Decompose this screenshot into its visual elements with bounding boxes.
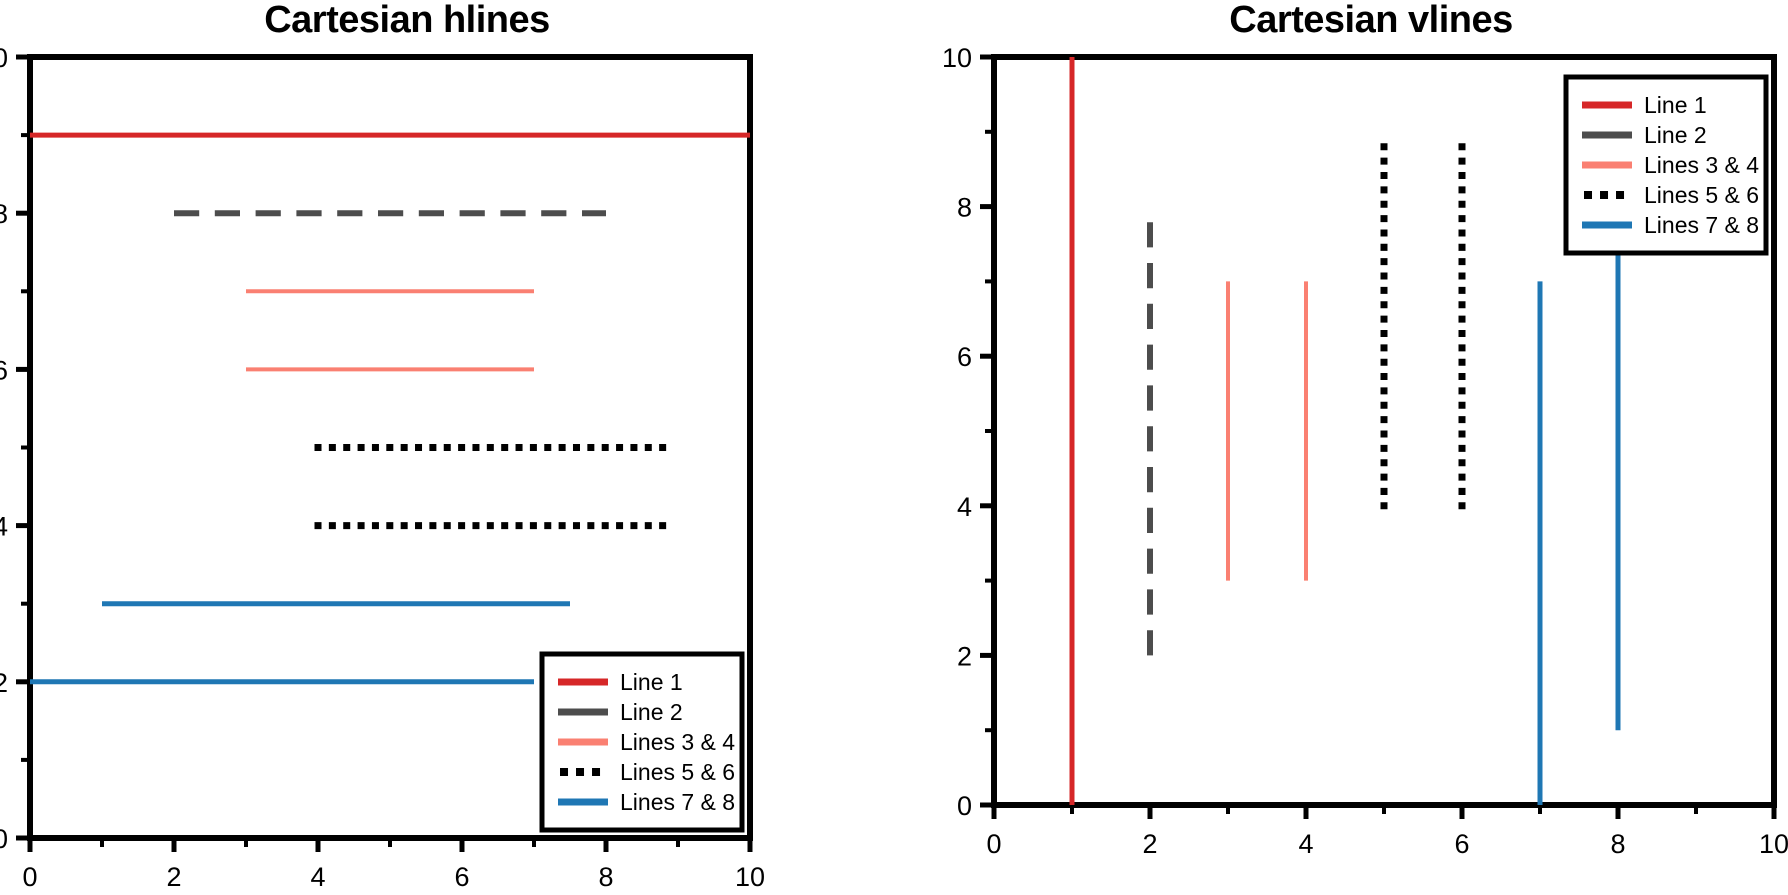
panel-title-vlines: Cartesian vlines bbox=[1229, 0, 1513, 41]
legend-label-4: Lines 5 & 6 bbox=[620, 759, 735, 785]
x-tick-label: 0 bbox=[986, 829, 1001, 859]
legend: Line 1 Line 2 Lines 3 & 4 Lines 5 & 6 Lines … bbox=[539, 651, 745, 833]
y-tick-label: 0 bbox=[957, 791, 972, 821]
legend-label-2: Line 2 bbox=[620, 699, 683, 725]
data-series-group bbox=[30, 132, 750, 685]
legend-label-1: Line 1 bbox=[1644, 92, 1707, 118]
legend-label-1: Line 1 bbox=[620, 669, 683, 695]
x-tick-label: 4 bbox=[1298, 829, 1313, 859]
y-tick-label: 10 bbox=[0, 43, 8, 73]
y-tick-label: 6 bbox=[0, 355, 8, 385]
legend-label-5: Lines 7 & 8 bbox=[620, 789, 735, 815]
x-tick-label: 6 bbox=[1454, 829, 1469, 859]
y-tick-label: 10 bbox=[942, 43, 972, 73]
x-tick-label: 0 bbox=[22, 862, 37, 892]
x-tick-label: 10 bbox=[735, 862, 765, 892]
x-tick-label: 6 bbox=[454, 862, 469, 892]
y-tick-label: 2 bbox=[0, 668, 8, 698]
legend-label-2: Line 2 bbox=[1644, 122, 1707, 148]
legend-label-3: Lines 3 & 4 bbox=[1644, 152, 1759, 178]
data-series-group bbox=[1069, 57, 1621, 805]
legend: Line 1 Line 2 Lines 3 & 4 Lines 5 & 6 Lines … bbox=[1563, 74, 1769, 256]
y-tick-label: 6 bbox=[957, 342, 972, 372]
y-tick-label: 4 bbox=[0, 512, 8, 542]
x-tick-label: 8 bbox=[1610, 829, 1625, 859]
axis-ticks: 0 2 4 6 8 10 0 2 4 6 8 10 bbox=[0, 43, 765, 892]
axis-ticks: 0 2 4 6 8 10 0 2 4 6 8 10 bbox=[942, 43, 1788, 859]
legend-label-5: Lines 7 & 8 bbox=[1644, 212, 1759, 238]
x-tick-label: 8 bbox=[598, 862, 613, 892]
legend-label-4: Lines 5 & 6 bbox=[1644, 182, 1759, 208]
y-tick-label: 0 bbox=[0, 824, 8, 854]
y-tick-label: 2 bbox=[957, 641, 972, 671]
y-tick-label: 8 bbox=[957, 193, 972, 223]
y-tick-label: 4 bbox=[957, 492, 972, 522]
x-tick-label: 4 bbox=[310, 862, 325, 892]
panel-title-hlines: Cartesian hlines bbox=[264, 0, 550, 41]
x-tick-label: 2 bbox=[166, 862, 181, 892]
legend-label-3: Lines 3 & 4 bbox=[620, 729, 735, 755]
x-tick-label: 10 bbox=[1759, 829, 1788, 859]
x-tick-label: 2 bbox=[1142, 829, 1157, 859]
y-tick-label: 8 bbox=[0, 199, 8, 229]
